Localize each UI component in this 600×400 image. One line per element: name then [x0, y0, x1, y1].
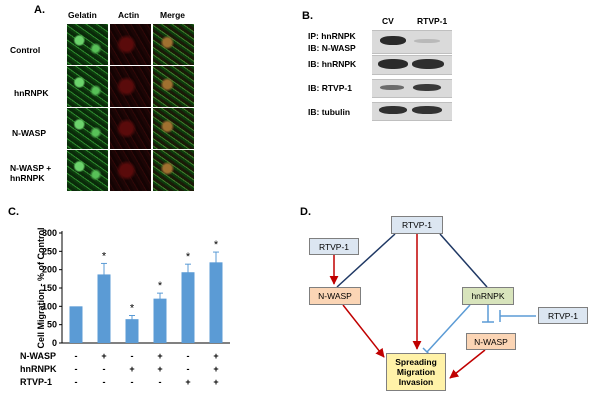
node-rtvp1-left: RTVP-1 — [309, 238, 359, 255]
microscopy-grid — [67, 24, 197, 192]
micrograph-tile — [153, 24, 194, 65]
node-hnrnpk: hnRNPK — [462, 287, 514, 305]
bar — [153, 298, 167, 343]
link-rtvp1-nwasp — [336, 233, 396, 288]
treatment-sign: + — [213, 364, 218, 374]
y-tick-label: 200 — [42, 265, 57, 275]
micrograph-tile — [153, 150, 194, 191]
blot-band-nwasp-rtvp1 — [414, 39, 440, 43]
significance-star: * — [158, 280, 163, 292]
treatment-sign: - — [131, 377, 134, 387]
bar — [125, 319, 139, 343]
panel-d-label: D. — [300, 206, 311, 218]
micrograph-tile — [153, 108, 194, 149]
y-axis-label: Cell Migration - % of Control — [36, 228, 46, 349]
bar — [69, 306, 83, 343]
col-label-rtvp1: RTVP-1 — [417, 16, 448, 26]
micrograph-tile — [110, 24, 151, 65]
blot-strip-rtvp1 — [372, 79, 452, 98]
blot-label-ip-hnrnpk: IP: hnRNPK — [308, 31, 356, 41]
treatment-sign: + — [213, 377, 218, 387]
treatment-sign: - — [187, 364, 190, 374]
panel-a-label: A. — [34, 4, 45, 16]
treatment-sign: - — [159, 377, 162, 387]
micrograph-tile — [67, 66, 108, 107]
micrograph-tile — [110, 150, 151, 191]
blot-label-ib-hnrnpk: IB: hnRNPK — [308, 59, 357, 69]
micrograph-tile — [67, 24, 108, 65]
micrograph-tile — [153, 66, 194, 107]
micrograph-tile — [67, 150, 108, 191]
row-label-nwasp: N-WASP — [12, 128, 46, 138]
y-tick-label: 50 — [47, 320, 57, 330]
arrow-nwasp2-outcome — [449, 349, 486, 379]
col-label-merge: Merge — [160, 10, 186, 20]
treatment-sign: + — [129, 364, 134, 374]
blot-label-ib-nwasp: IB: N-WASP — [308, 43, 356, 53]
treatment-label: hnRNPK — [20, 364, 57, 374]
col-label-actin: Actin — [118, 10, 140, 20]
micrograph-tile — [110, 108, 151, 149]
y-tick-label: 100 — [42, 301, 57, 311]
node-nwasp-right: N-WASP — [466, 333, 516, 350]
blot-band-rtvp1-rtvp1 — [413, 84, 441, 91]
significance-star: * — [214, 239, 219, 251]
significance-star: * — [186, 251, 191, 263]
treatment-sign: + — [185, 377, 190, 387]
blot-label-ib-rtvp1: IB: RTVP-1 — [308, 83, 352, 93]
treatment-sign: + — [213, 351, 218, 361]
row-label-nwasp-hnrnpk: N-WASP + hnRNPK — [10, 163, 52, 183]
y-tick-label: 300 — [42, 228, 57, 238]
blot-band-hnrnpk-rtvp1 — [412, 59, 444, 69]
blot-band-rtvp1-cv — [380, 85, 404, 90]
blot-band-tubulin-rtvp1 — [412, 106, 442, 114]
arrow-nwasp-outcome — [342, 304, 385, 358]
treatment-sign: + — [101, 351, 106, 361]
row-label-control: Control — [10, 45, 41, 55]
treatment-sign: - — [187, 351, 190, 361]
treatment-sign: + — [157, 351, 162, 361]
micrograph-tile — [110, 66, 151, 107]
treatment-sign: - — [75, 364, 78, 374]
row-label-hnrnpk: hnRNPK — [14, 88, 49, 98]
y-tick-label: 150 — [42, 283, 57, 293]
node-rtvp1-top: RTVP-1 — [391, 216, 443, 234]
col-label-cv: CV — [382, 16, 394, 26]
col-label-gelatin: Gelatin — [68, 10, 97, 20]
treatment-label: N-WASP — [20, 351, 56, 361]
node-outcome: Spreading Migration Invasion — [386, 353, 446, 391]
y-tick-label: 250 — [42, 246, 57, 256]
treatment-sign: - — [131, 351, 134, 361]
blot-band-tubulin-cv — [379, 106, 407, 114]
bar — [97, 274, 111, 343]
node-nwasp-left: N-WASP — [309, 287, 361, 305]
treatment-sign: - — [103, 377, 106, 387]
bar — [209, 262, 223, 343]
blot-band-nwasp-cv — [380, 36, 406, 45]
treatment-label: RTVP-1 — [20, 377, 52, 387]
node-rtvp1-right: RTVP-1 — [538, 307, 588, 324]
panel-c-label: C. — [8, 206, 19, 218]
blot-band-hnrnpk-cv — [378, 59, 408, 69]
treatment-sign: - — [75, 351, 78, 361]
significance-star: * — [102, 250, 107, 262]
blot-label-ib-tubulin: IB: tubulin — [308, 107, 351, 117]
bar — [181, 272, 195, 343]
treatment-sign: - — [75, 377, 78, 387]
significance-star: * — [130, 303, 135, 315]
link-rtvp1-hnrnpk — [439, 233, 488, 288]
inhibit-hnrnpk-outcome-line — [426, 304, 471, 353]
y-tick-label: 0 — [52, 338, 57, 348]
treatment-sign: + — [157, 364, 162, 374]
treatment-sign: - — [103, 364, 106, 374]
micrograph-tile — [67, 108, 108, 149]
panel-b-label: B. — [302, 10, 313, 22]
